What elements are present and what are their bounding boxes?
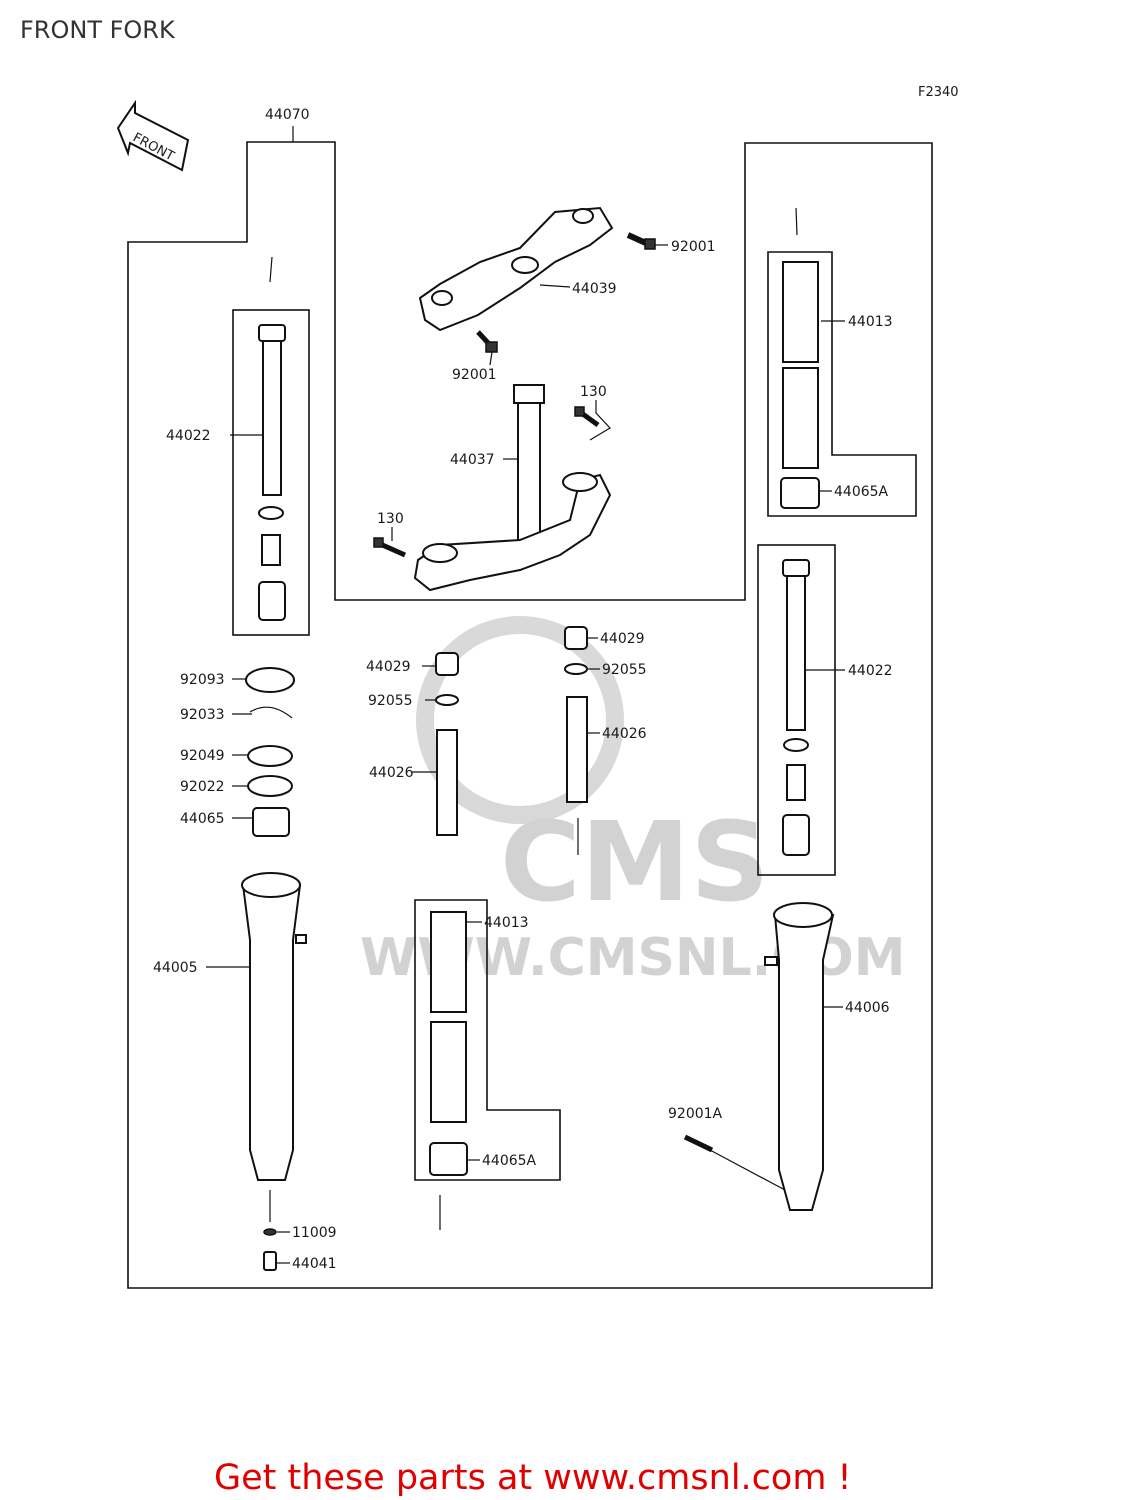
fork-slider-right	[764, 902, 835, 1211]
watermark-logo-icon	[416, 616, 624, 824]
label-44013-center: 44013	[484, 915, 529, 931]
label-44039: 44039	[572, 281, 617, 297]
bolt-92001A	[683, 1134, 786, 1191]
label-44013-right: 44013	[848, 314, 893, 330]
label-92033: 92033	[180, 707, 225, 723]
bolt-130-b	[373, 537, 407, 558]
diagram-code: F2340	[918, 85, 959, 100]
label-11009: 11009	[292, 1225, 337, 1241]
label-92001A: 92001A	[668, 1106, 723, 1122]
inner-tube-box-left	[232, 309, 310, 636]
outer-tube-center	[429, 911, 468, 1176]
label-44022-left: 44022	[166, 428, 211, 444]
bolt-44041	[263, 1251, 277, 1271]
label-92022: 92022	[180, 779, 225, 795]
page-title: FRONT FORK	[20, 16, 176, 44]
inner-tube-box-right	[757, 544, 836, 876]
bolt-130-a	[574, 406, 600, 428]
watermark-brand: CMS	[500, 798, 769, 926]
label-92049: 92049	[180, 748, 225, 764]
label-92093: 92093	[180, 672, 225, 688]
outer-tube-box-right	[767, 251, 917, 517]
label-44005: 44005	[153, 960, 198, 976]
damper-rod-left	[435, 652, 459, 836]
upper-bracket	[418, 206, 614, 332]
front-arrow-icon: FRONT	[116, 99, 190, 172]
label-44026-right: 44026	[602, 726, 647, 742]
bolt-92001-a	[626, 232, 656, 250]
label-44041: 44041	[292, 1256, 337, 1272]
steering-stem	[413, 384, 612, 592]
label-44065A-center: 44065A	[482, 1153, 537, 1169]
fork-slider-left	[241, 872, 307, 1181]
label-92001-a: 92001	[671, 239, 716, 255]
assembly-frame	[127, 141, 933, 1289]
label-44006: 44006	[845, 1000, 890, 1016]
label-44070: 44070	[265, 107, 310, 123]
outer-tube-box-center	[414, 899, 561, 1181]
label-92001-b: 92001	[452, 367, 497, 383]
label-130-b: 130	[377, 511, 404, 527]
damper-rod-right	[564, 626, 588, 803]
label-44029-left: 44029	[366, 659, 411, 675]
label-92055-right: 92055	[602, 662, 647, 678]
label-44065A-right: 44065A	[834, 484, 889, 500]
footer-link-text[interactable]: Get these parts at www.cmsnl.com !	[214, 1458, 852, 1498]
outer-tube-right	[780, 261, 820, 509]
washer-11009	[263, 1228, 277, 1236]
leader-lines	[206, 244, 845, 1264]
inner-tube-right	[782, 559, 810, 856]
label-44029-right: 44029	[600, 631, 645, 647]
inner-tube-left	[258, 324, 286, 621]
seal-stack	[245, 667, 295, 837]
label-44037: 44037	[450, 452, 495, 468]
bolt-92001-b	[476, 330, 498, 353]
label-44026-left: 44026	[369, 765, 414, 781]
label-44022-right: 44022	[848, 663, 893, 679]
label-130-a: 130	[580, 384, 607, 400]
label-92055-left: 92055	[368, 693, 413, 709]
label-44065: 44065	[180, 811, 225, 827]
